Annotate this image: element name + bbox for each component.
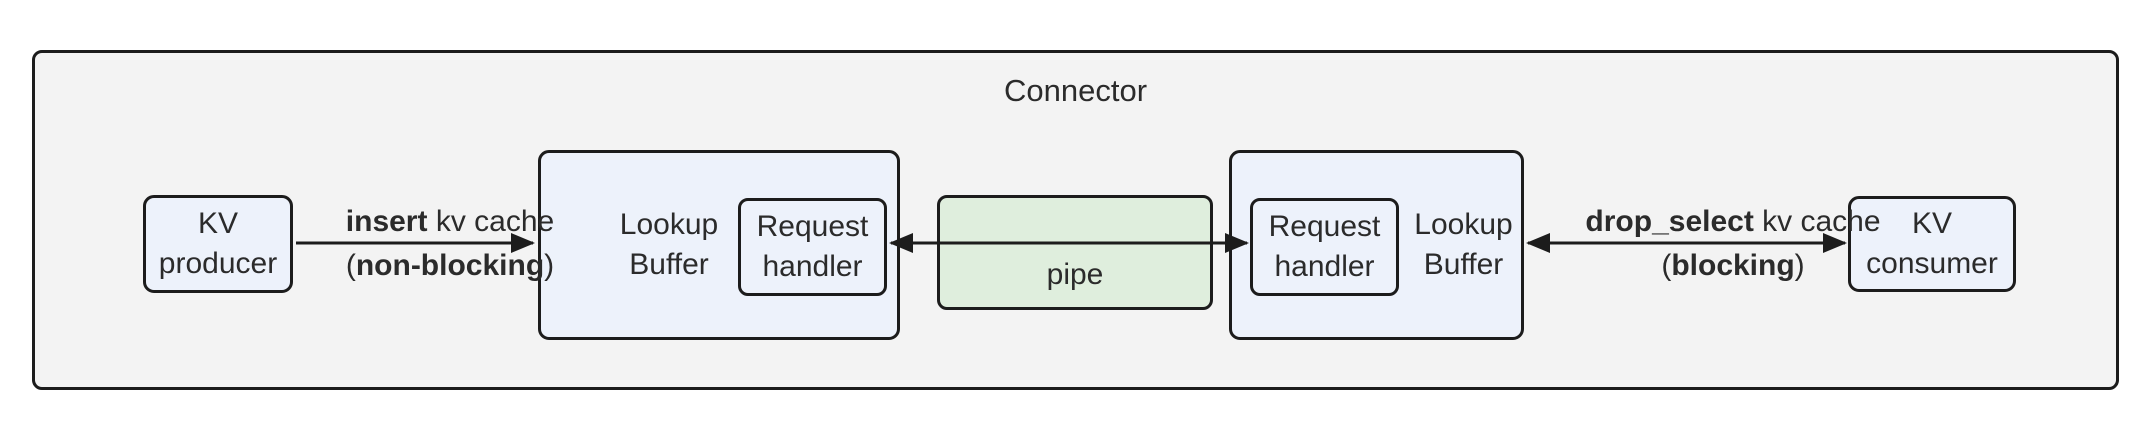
request-handler-right-line2: handler [1274,250,1375,283]
kv-producer-label-line1: KV [197,207,239,240]
kv-producer-node: KV producer [143,195,293,293]
request-handler-left-line2: handler [762,250,863,283]
lookup-buffer-left-line1: Lookup [619,208,719,241]
kv-producer-label-line2: producer [158,247,278,280]
drop-select-paren-close: ) [1794,249,1805,282]
lookup-buffer-right-node: Request handler Lookup Buffer [1229,150,1524,340]
drop-select-paren-open: ( [1661,249,1672,282]
insert-mode-text: non-blocking [355,249,545,282]
request-handler-left-line1: Request [756,210,869,243]
insert-paren-close: ) [544,249,555,282]
kv-consumer-label-line2: consumer [1866,247,1998,280]
kv-consumer-label-line1: KV [1911,207,1953,240]
insert-edge-label-line1: insert kv cache [315,200,585,244]
drop-select-rest-text: kv cache [1753,205,1881,238]
insert-rest-text: kv cache [427,205,555,238]
kv-consumer-node: KV consumer [1848,196,2016,292]
drop-select-edge-label: drop_select kv cache (blocking) [1563,200,1903,288]
lookup-buffer-left-label: Lookup Buffer [569,153,769,337]
request-handler-right-line1: Request [1268,210,1381,243]
lookup-buffer-left-line2: Buffer [629,248,709,281]
drop-select-edge-label-line1: drop_select kv cache [1563,200,1903,244]
insert-edge-label: insert kv cache (non-blocking) [315,200,585,288]
pipe-label: pipe [1046,258,1104,291]
drop-select-mode-text: blocking [1671,249,1795,282]
lookup-buffer-right-line1: Lookup [1414,208,1513,241]
connector-container: Connector KV producer Lookup Buffer Requ… [32,50,2119,390]
insert-edge-label-line2: (non-blocking) [315,244,585,288]
drop-select-op-text: drop_select [1585,205,1754,238]
request-handler-right-node: Request handler [1250,198,1399,296]
insert-paren-open: ( [345,249,356,282]
connector-title: Connector [1003,73,1148,108]
drop-select-edge-label-line2: (blocking) [1563,244,1903,288]
lookup-buffer-right-line2: Buffer [1423,248,1504,281]
request-handler-left-node: Request handler [738,198,887,296]
pipe-node: pipe [937,195,1213,310]
insert-op-text: insert [345,205,428,238]
lookup-buffer-right-label: Lookup Buffer [1400,153,1527,337]
lookup-buffer-left-node: Lookup Buffer Request handler [538,150,900,340]
